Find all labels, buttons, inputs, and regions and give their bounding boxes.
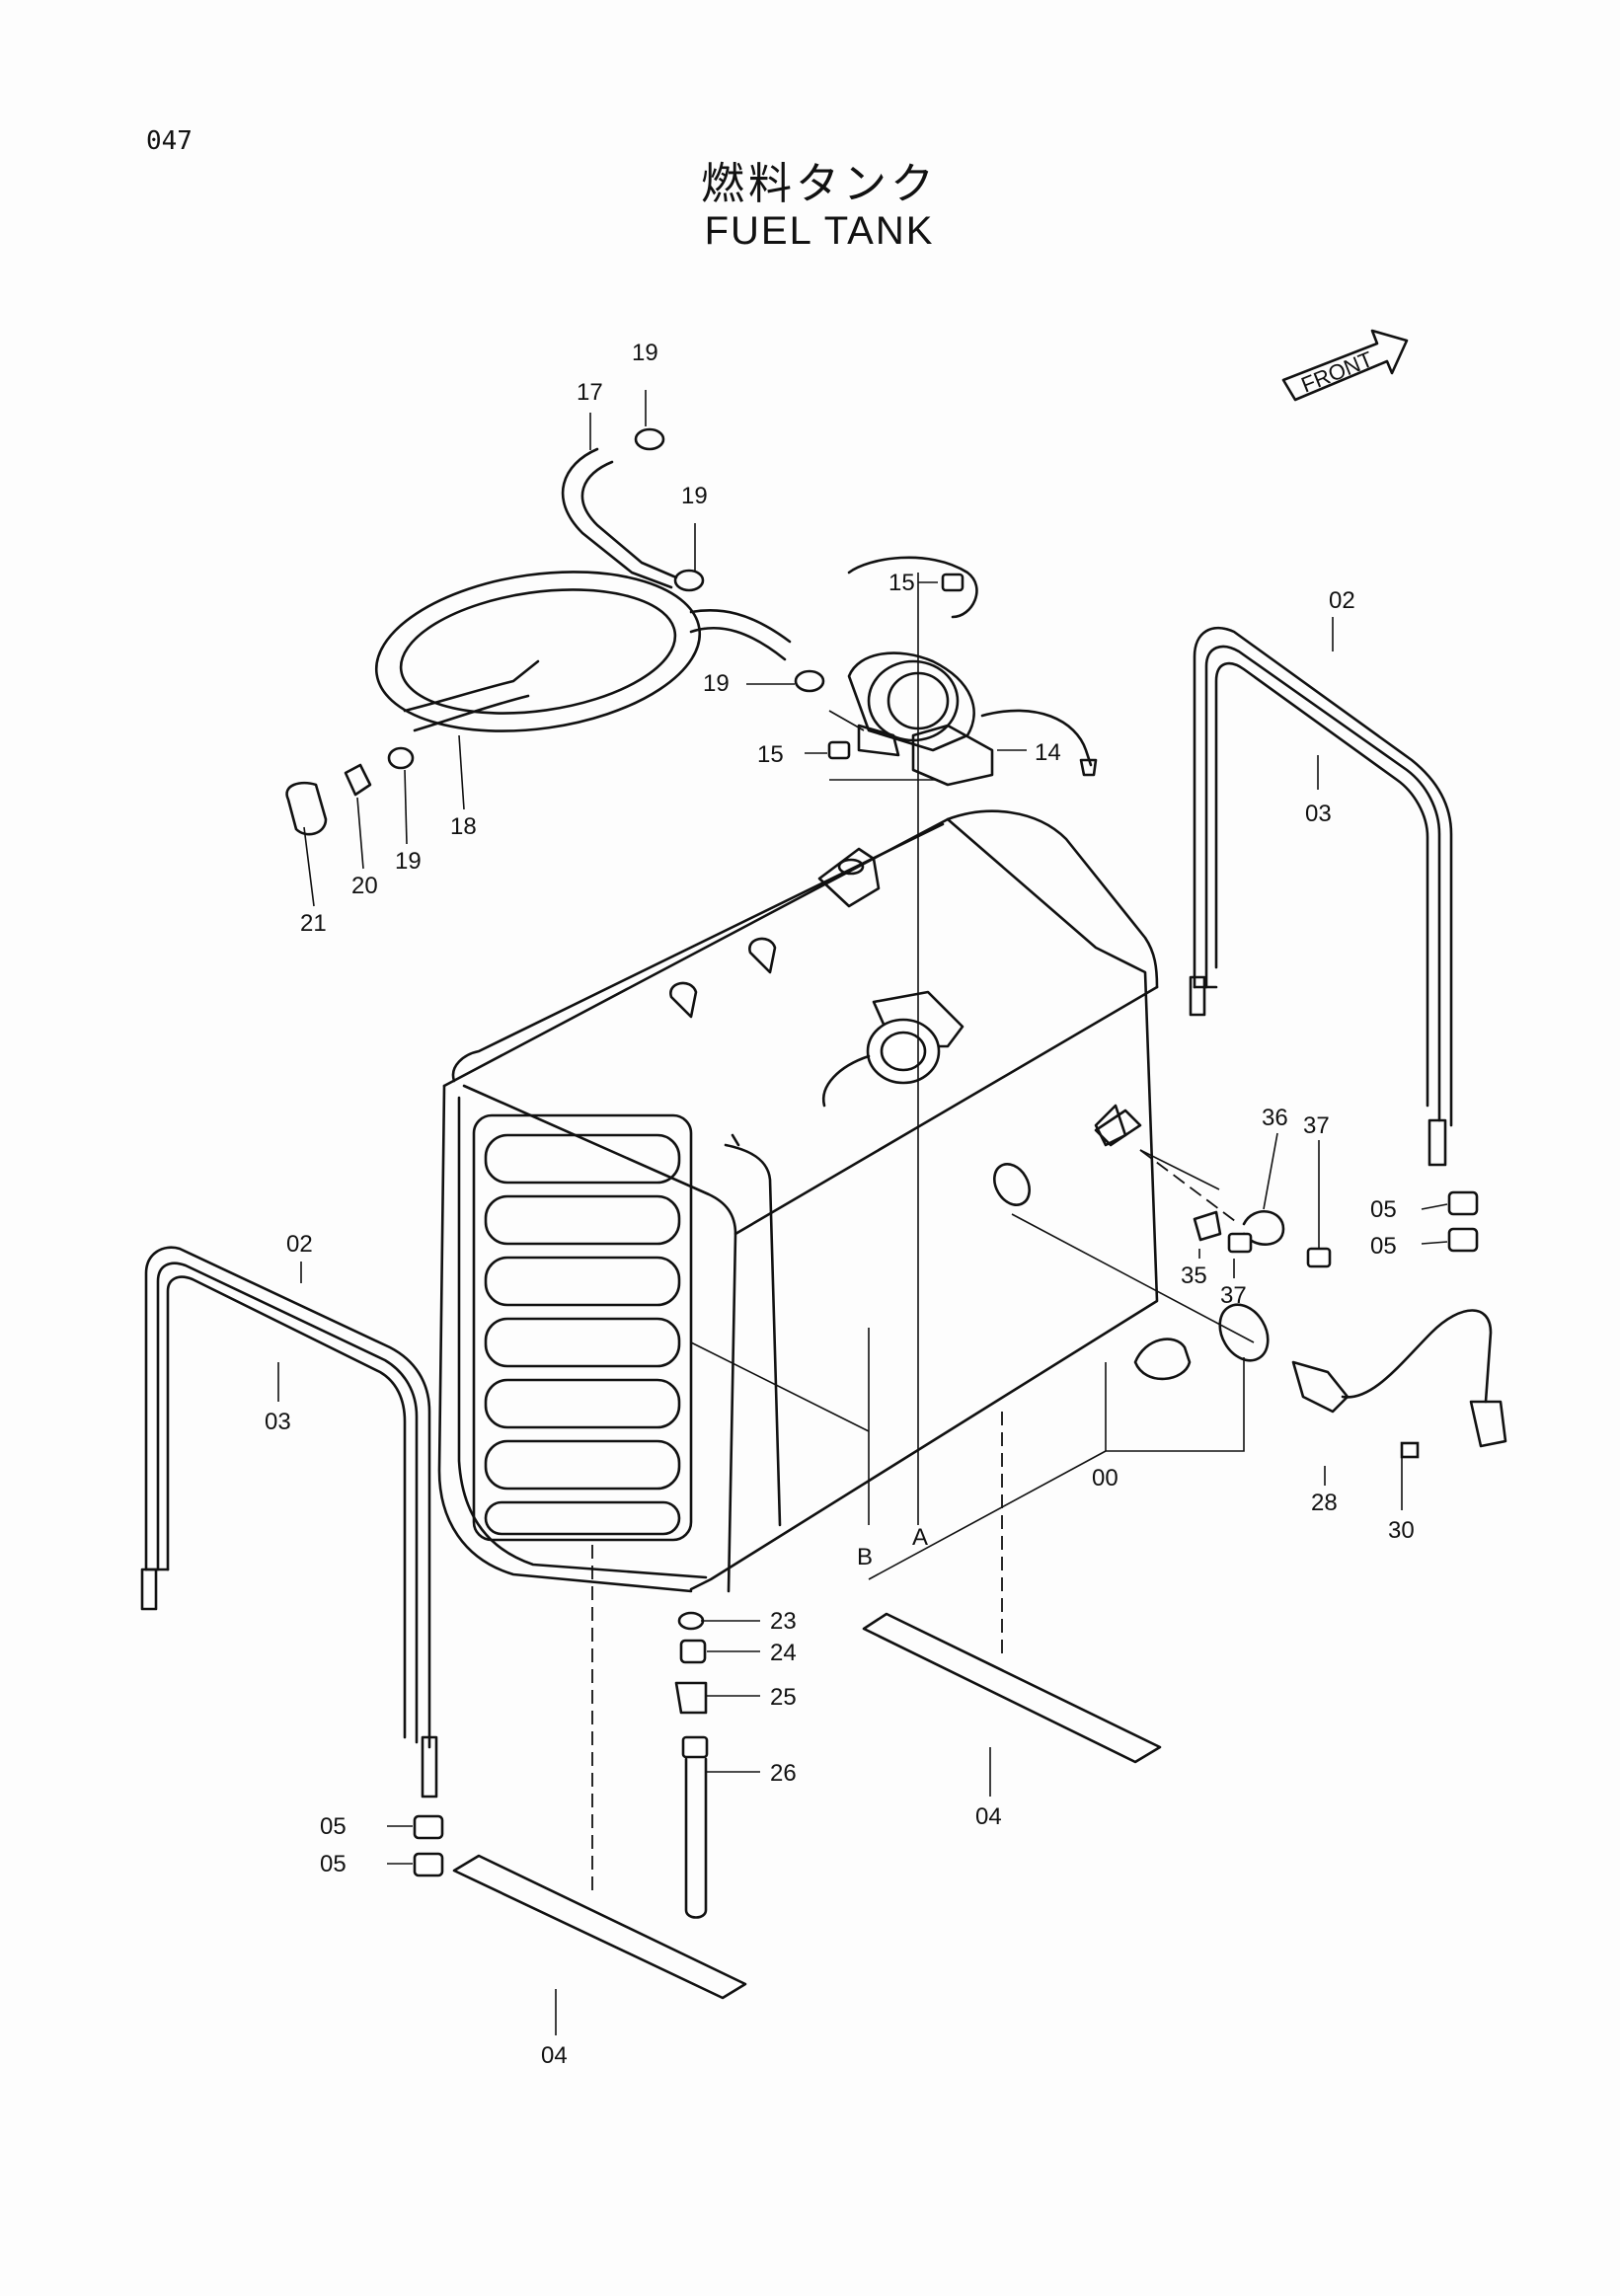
clamp-assembly <box>1094 1109 1332 1268</box>
hose-fittings <box>285 763 372 836</box>
title-japanese: 燃料タンク <box>701 159 938 209</box>
callout-36: 36 <box>1262 1105 1288 1131</box>
callout-35: 35 <box>1181 1263 1207 1289</box>
callout-19: 19 <box>395 848 422 875</box>
callout-14: 14 <box>1035 739 1061 766</box>
callout-numbers: 19 17 19 15 02 19 15 14 03 21 20 19 18 3… <box>265 340 1415 2069</box>
callout-leaders <box>277 390 1448 2035</box>
callout-05: 05 <box>320 1813 347 1840</box>
callout-37: 37 <box>1220 1282 1247 1309</box>
callout-05: 05 <box>1370 1233 1397 1260</box>
tank-pads <box>452 1612 1162 2000</box>
callout-02: 02 <box>1329 587 1355 614</box>
callout-05: 05 <box>320 1851 347 1877</box>
callout-15: 15 <box>757 741 784 768</box>
title-english: FUEL TANK <box>704 209 935 253</box>
page-number: 047 <box>146 126 193 156</box>
callout-A: A <box>912 1524 928 1551</box>
callout-19: 19 <box>681 483 708 509</box>
callout-17: 17 <box>577 379 603 406</box>
callout-25: 25 <box>770 1684 797 1711</box>
callout-04: 04 <box>975 1803 1002 1830</box>
callout-30: 30 <box>1388 1517 1415 1544</box>
front-label: FRONT <box>1298 346 1377 398</box>
front-arrow: FRONT <box>1281 329 1409 402</box>
tank-side-louvers <box>472 1113 693 1542</box>
fuel-tank-body <box>437 809 1159 1593</box>
hoses <box>374 447 792 732</box>
callout-26: 26 <box>770 1760 797 1787</box>
right-tank-band <box>1189 626 1453 1167</box>
hose-clamps <box>387 427 825 770</box>
callout-00: 00 <box>1092 1465 1119 1492</box>
callout-19: 19 <box>632 340 658 366</box>
callout-19: 19 <box>703 670 730 697</box>
sender-unit <box>1133 1303 1507 1459</box>
callout-18: 18 <box>450 813 477 840</box>
callout-03: 03 <box>1305 801 1332 827</box>
fuel-pump <box>829 556 1098 787</box>
drain-assembly <box>674 1611 709 1919</box>
callout-02: 02 <box>286 1231 313 1258</box>
nuts <box>413 1190 1479 1877</box>
callout-15: 15 <box>888 570 915 596</box>
callout-05: 05 <box>1370 1196 1397 1223</box>
callout-37: 37 <box>1303 1112 1330 1139</box>
callout-04: 04 <box>541 2042 568 2069</box>
callout-28: 28 <box>1311 1490 1338 1516</box>
left-tank-band <box>140 1246 438 1799</box>
callout-21: 21 <box>300 910 327 937</box>
callout-03: 03 <box>265 1409 291 1435</box>
callout-24: 24 <box>770 1640 797 1666</box>
bolts <box>827 573 964 760</box>
callout-23: 23 <box>770 1608 797 1635</box>
callout-20: 20 <box>351 873 378 899</box>
callout-B: B <box>857 1544 873 1570</box>
